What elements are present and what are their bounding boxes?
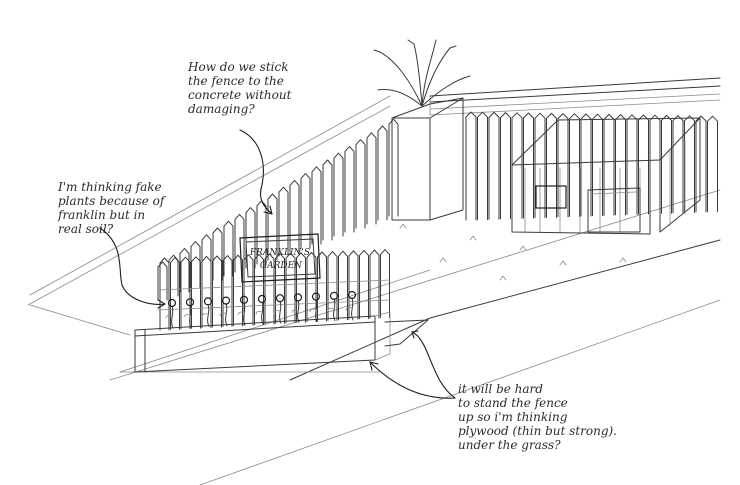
plywood-note-arrow-2 <box>369 361 456 399</box>
plants-note-arrow <box>99 227 166 305</box>
palm-plant <box>373 39 471 107</box>
annotation-arrows <box>99 129 456 399</box>
plants-note: I'm thinking fake plants because of fran… <box>58 180 165 236</box>
back-wall-lines <box>27 77 721 306</box>
garden-sign: FRANKLIN'S GARDEN <box>239 233 321 283</box>
plywood-note-arrow-1 <box>411 331 456 399</box>
fence-question-note: How do we stick the fence to the concret… <box>188 60 292 116</box>
shed <box>511 117 701 235</box>
planter-box <box>134 311 391 373</box>
flowers <box>165 290 357 329</box>
tall-planter <box>391 97 464 221</box>
sign-line-1: FRANKLIN'S <box>249 248 310 258</box>
plywood-note: it will be hard to stand the fence up so… <box>458 382 618 452</box>
sign-line-2: GARDEN <box>260 261 303 271</box>
fence-question-arrow <box>239 129 273 215</box>
grass-tufts <box>399 223 627 281</box>
picket-fence-back <box>157 118 399 301</box>
picket-fence-right <box>465 111 718 221</box>
